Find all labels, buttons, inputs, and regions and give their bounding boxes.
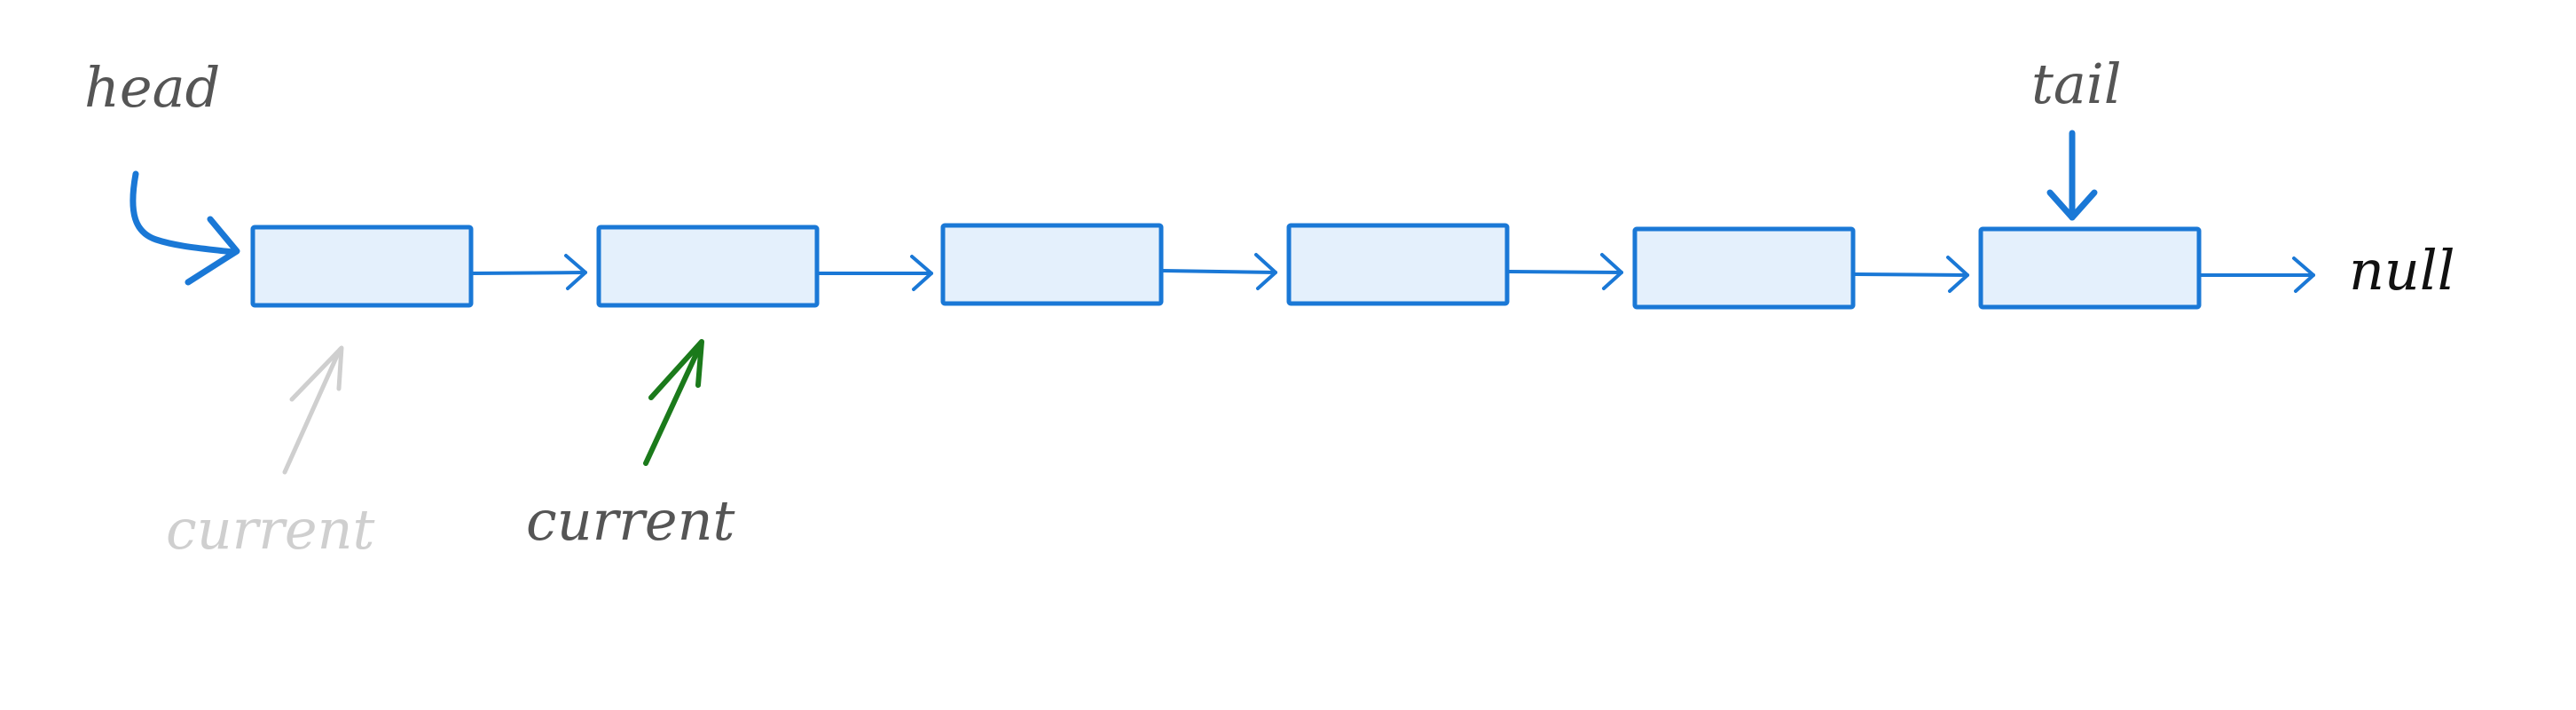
current-active-label: current <box>526 488 735 553</box>
next-arrow-5 <box>1853 256 1969 293</box>
next-arrow-null <box>2199 256 2315 293</box>
tail-label: tail <box>2031 51 2122 116</box>
current-active-pointer-arrow <box>643 339 704 466</box>
list-node-3 <box>940 223 1164 306</box>
tail-pointer-arrow <box>2046 130 2098 221</box>
list-node-6 <box>1978 226 2202 310</box>
list-node-1 <box>250 225 474 308</box>
head-label: head <box>84 55 220 120</box>
list-node-2 <box>596 225 820 308</box>
null-label: null <box>2349 238 2455 303</box>
list-node-5 <box>1632 226 1856 310</box>
list-node-4 <box>1286 223 1510 306</box>
next-arrow-3 <box>1161 253 1277 290</box>
current-previous-pointer-arrow <box>282 345 344 475</box>
next-arrow-2 <box>817 255 933 291</box>
next-arrow-1 <box>471 254 587 290</box>
next-arrow-4 <box>1507 253 1623 290</box>
head-pointer-arrow <box>130 170 240 286</box>
current-previous-label: current <box>166 497 375 562</box>
